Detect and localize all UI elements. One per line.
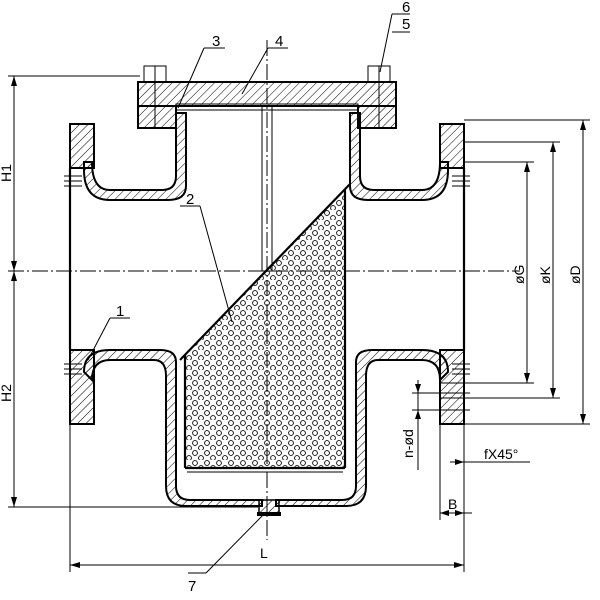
dim-g-label: øG: [511, 265, 527, 284]
cover-flange-right: [357, 105, 397, 129]
callout-3: 3: [212, 33, 220, 50]
callout-5: 5: [402, 16, 410, 33]
dim-b-label: B: [448, 496, 457, 512]
flange-top-left: [69, 123, 95, 169]
dim-l-label: L: [260, 545, 268, 561]
callout-4: 4: [275, 33, 283, 50]
dimension-lines: [8, 75, 590, 572]
dim-bolt-holes-label: n-ød: [400, 429, 416, 458]
callout-2: 2: [186, 191, 194, 208]
flange-top-right: [439, 123, 465, 169]
dim-chamfer-label: fX45°: [484, 446, 518, 462]
flange-bottom-right: [439, 349, 465, 425]
drain-plug: [257, 499, 281, 516]
callout-7: 7: [188, 578, 196, 595]
dim-k-label: øK: [537, 265, 553, 284]
flange-bottom-left: [69, 349, 95, 425]
dim-h1-label: H1: [0, 164, 14, 182]
body-top-wall-left: [83, 112, 187, 201]
dimension-labels: H1 H2 L øG øK øD n-ød fX45° B: [0, 164, 583, 561]
part-callouts: 6 5 3 4 2 1 7: [116, 0, 410, 595]
strainer-screen: [179, 183, 351, 473]
callout-6: 6: [402, 0, 410, 16]
cover-flange-left: [137, 105, 177, 129]
flanges: [64, 123, 470, 425]
callout-1: 1: [116, 303, 124, 320]
dim-h2-label: H2: [0, 384, 14, 402]
dim-d-label: øD: [567, 265, 583, 284]
callout-leaders: [87, 13, 410, 574]
